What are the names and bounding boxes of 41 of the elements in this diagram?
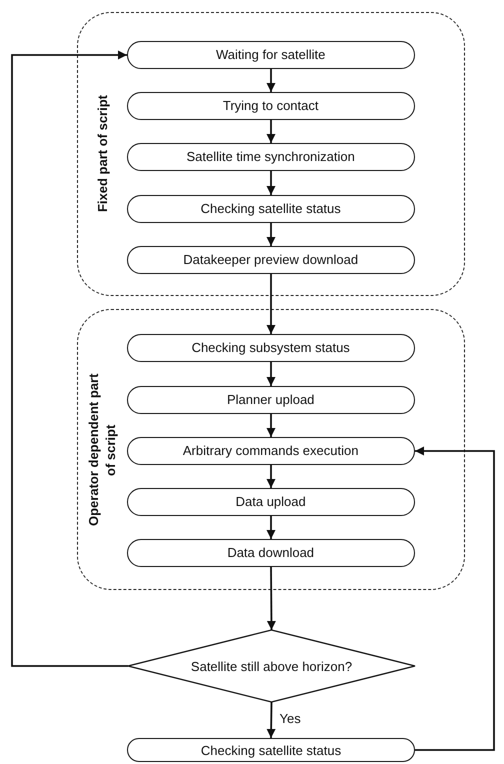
- arrow: [266, 516, 276, 539]
- step-label: Checking satellite status: [200, 742, 342, 758]
- dashed-group-frame: [77, 309, 465, 590]
- process-step: [127, 738, 415, 762]
- process-step: [126, 194, 415, 223]
- step-label: Satellite still above horizon?: [190, 658, 352, 674]
- step-label: Data upload: [236, 494, 306, 510]
- process-step: [126, 246, 415, 274]
- arrow: [266, 120, 276, 143]
- process-step: [126, 386, 415, 414]
- arrow: [415, 446, 495, 751]
- step-label: Checking subsystem status: [192, 340, 350, 356]
- step-label: Arbitrary commands execution: [182, 443, 358, 458]
- arrow: [266, 414, 276, 437]
- process-step: [126, 40, 415, 69]
- arrow: [266, 274, 276, 334]
- group-label: Operator dependent part of script: [85, 372, 119, 528]
- arrow: [266, 69, 276, 92]
- arrow: [266, 567, 276, 630]
- arrow: [266, 465, 276, 488]
- step-label: Satellite time synchronization: [186, 149, 355, 164]
- process-step: [126, 334, 415, 362]
- process-step: [126, 538, 415, 567]
- group-label: Fixed part of script: [94, 95, 110, 213]
- step-label: Planner upload: [226, 392, 314, 408]
- process-step: [126, 488, 415, 516]
- edge-label: Yes: [278, 711, 303, 726]
- dashed-group-frame: [77, 12, 465, 296]
- process-step: [126, 92, 415, 120]
- arrow: [266, 362, 276, 386]
- step-label: Data download: [227, 545, 314, 560]
- step-label: Waiting for satellite: [216, 47, 326, 62]
- step-label: Datakeeper preview download: [183, 252, 358, 268]
- arrow: [266, 223, 276, 246]
- process-step: [126, 436, 415, 465]
- step-label: Trying to contact: [222, 98, 318, 114]
- arrow: [266, 171, 276, 195]
- process-step: [126, 142, 415, 171]
- arrow: [266, 702, 276, 738]
- step-label: Checking satellite status: [200, 201, 341, 216]
- arrow: [11, 50, 128, 667]
